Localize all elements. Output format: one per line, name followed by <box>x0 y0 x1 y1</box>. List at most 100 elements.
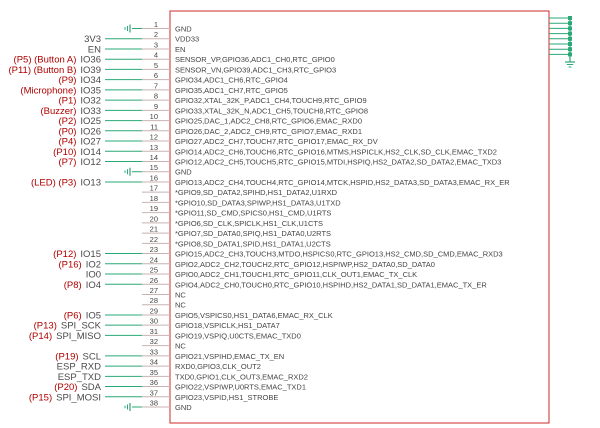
net-label: SPI_MOSI <box>56 392 101 403</box>
pin-function-label: GPIO14,ADC2_CH6,TOUCH6,RTC_GPIO16,MTMS,H… <box>175 147 497 156</box>
net-label: SDA <box>81 382 101 393</box>
pin-function-label: SENSOR_VN,GPIO39,ADC1_CH3,RTC_GPIO3 <box>175 65 336 74</box>
net-label: IO2 <box>86 259 101 270</box>
pin-row: 18*GPIO10,SD_DATA3,SPIWP,HS1_DATA3,U1TXD <box>142 194 341 207</box>
pin-number: 27 <box>150 286 158 295</box>
signal-alias-label: (P10) <box>53 147 76 158</box>
pin-function-label: GPIO13,ADC2_CH4,TOUCH4,RTC_GPIO14,MTCK,H… <box>175 178 510 187</box>
pin-number: 14 <box>150 153 158 162</box>
pin-number: 10 <box>150 112 158 121</box>
pin-function-label: *GPIO10,SD_DATA3,SPIWP,HS1_DATA3,U1TXD <box>175 198 341 207</box>
pin-number: 2 <box>154 30 158 39</box>
signal-alias-label: (Buzzer) <box>40 106 76 117</box>
pin-row: 20 *GPIO6,SD_CLK,SPICLK,HS1_CLK,U1CTS <box>142 214 323 228</box>
pin-row: 17*GPIO9,SD_DATA2,SPIHD,HS1_DATA2,U1RXD <box>142 184 338 197</box>
pin-function-label: GND <box>175 403 192 412</box>
net-label: IO33 <box>80 106 101 117</box>
pin-function-label: GPIO33,XTAL_32K_N,ADC1_CH5,TOUCH8,RTC_GP… <box>175 106 368 115</box>
signal-alias-label: (P11) (Button B) <box>8 65 76 76</box>
pin-number: 29 <box>150 306 158 315</box>
pin-number: 3 <box>154 40 158 49</box>
pin-function-label: GND <box>175 25 192 34</box>
signal-alias-label: (P1) <box>58 96 76 107</box>
signal-alias-label: (P8) <box>64 280 82 291</box>
net-label: IO13 <box>80 177 101 188</box>
pin-function-label: GPIO21,VSPIHD,EMAC_TX_EN <box>175 352 284 361</box>
pin-function-label: GPIO23,VSPID,HS1_STROBE <box>175 393 278 402</box>
pin-function-label: NC <box>175 301 186 310</box>
pin-number: 15 <box>150 163 158 172</box>
pin-function-label: *GPIO6,SD_CLK,SPICLK,HS1_CLK,U1CTS <box>175 219 323 228</box>
pin-function-label: SENSOR_VP,GPIO36,ADC1_CH0,RTC_GPIO0 <box>175 55 335 64</box>
pin-number: 32 <box>150 337 158 346</box>
pin-number: 30 <box>150 317 158 326</box>
pin-number: 28 <box>150 296 158 305</box>
signal-alias-label: (P19) <box>55 351 78 362</box>
pin-row: 13 GPIO14,ADC2_CH6,TOUCH6,RTC_GPIO16,MTMS… <box>53 143 497 158</box>
net-label: IO32 <box>80 96 101 107</box>
pin-row: 22*GPIO8,SD_DATA1,SPID,HS1_DATA1,U2CTS <box>142 235 331 248</box>
signal-alias-label: (Microphone) <box>20 85 76 96</box>
pin-number: 24 <box>150 255 158 264</box>
pin-row: 21*GPIO7,SD_DATA0,SPIQ,HS1_DATA0,U2RTS <box>142 225 331 238</box>
pin-number: 7 <box>154 81 158 90</box>
signal-alias-label: (P7) <box>58 157 76 168</box>
pin-function-label: GPIO0,ADC2_CH1,TOUCH1,RTC_GPIO11,CLK_OUT… <box>175 270 417 279</box>
pin-function-label: GPIO32,XTAL_32K_P,ADC1_CH4,TOUCH9,RTC_GP… <box>175 96 367 105</box>
pin-number: 33 <box>150 347 158 356</box>
pin-row: 9 GPIO33,XTAL_32K_N,ADC1_CH5,TOUCH8,RTC_G… <box>40 102 368 117</box>
pin-number: 9 <box>154 102 158 111</box>
signal-alias-label: (P16) <box>58 259 81 270</box>
pin-function-label: *GPIO11,SD_CMD,SPICS0,HS1_CMD,U1RTS <box>175 209 331 218</box>
pin-function-label: GPIO25,DAC_1,ADC2_CH8,RTC_GPIO6,EMAC_RXD… <box>175 117 362 126</box>
signal-alias-label: (P4) <box>58 137 76 148</box>
net-label: IO39 <box>80 65 101 76</box>
pin-function-label: EN <box>175 45 185 54</box>
pin-function-label: GND <box>175 168 192 177</box>
pin-number: 22 <box>150 235 158 244</box>
net-label: IO12 <box>80 157 101 168</box>
pin-function-label: GPIO4,ADC2_CH0,TOUCH0,RTC_GPIO10,HSPIHD,… <box>175 280 487 289</box>
net-label: SCL <box>83 351 101 362</box>
signal-alias-label: (P9) <box>58 75 76 86</box>
net-label: IO14 <box>80 147 101 158</box>
pin-number: 31 <box>150 327 158 336</box>
pin-number: 11 <box>150 122 158 131</box>
pin-number: 21 <box>150 225 158 234</box>
net-label: IO34 <box>80 75 101 86</box>
signal-alias-label: (LED) (P3) <box>31 177 76 188</box>
net-label: IO0 <box>86 270 101 281</box>
pin-number: 13 <box>150 143 158 152</box>
pin-number: 20 <box>150 214 158 223</box>
pin-function-label: RXD0,GPIO3,CLK_OUT2 <box>175 362 261 371</box>
net-label: IO4 <box>86 280 101 291</box>
net-label: ESP_RXD <box>57 362 101 373</box>
signal-alias-label: (P2) <box>58 116 76 127</box>
net-label: IO25 <box>80 116 101 127</box>
ground-symbol-icon <box>124 24 131 33</box>
pin-function-label: GPIO19,VSPIQ,U0CTS,EMAC_TXD0 <box>175 331 301 340</box>
ground-symbol-icon <box>124 167 131 176</box>
